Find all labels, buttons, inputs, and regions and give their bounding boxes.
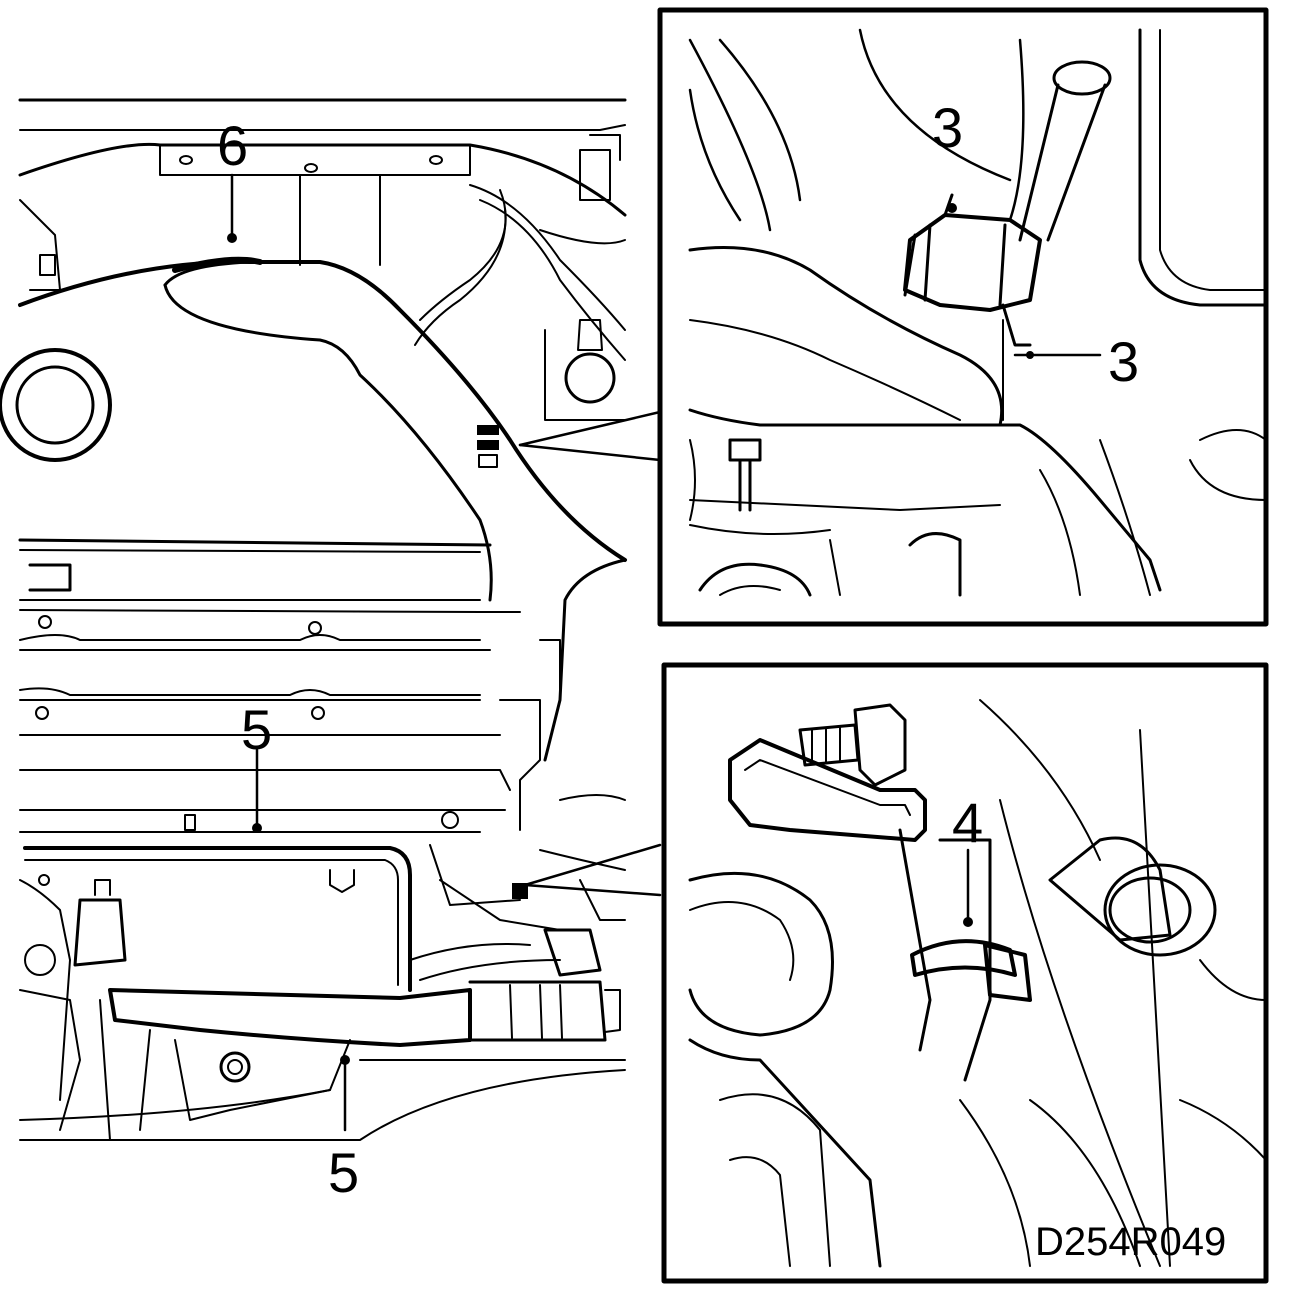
main-engine-view — [0, 98, 627, 1141]
detail-top-art — [688, 28, 1268, 597]
drawing-code: D254R049 — [1035, 1220, 1227, 1264]
main-view-leaders — [230, 173, 347, 1132]
detail-bottom-frame — [661, 662, 1269, 1284]
magnifier-wedge-top — [518, 410, 662, 462]
callout-5-upper: 5 — [241, 698, 273, 761]
callout-3-right: 3 — [1108, 330, 1140, 393]
detail-top-frame — [657, 7, 1269, 627]
callout-6: 6 — [217, 114, 249, 177]
detail-bottom-dots — [963, 917, 973, 927]
callout-4: 4 — [952, 791, 984, 854]
detail-bottom-art — [688, 699, 1267, 1268]
callout-3-upper: 3 — [932, 96, 964, 159]
magnifier-wedge-bottom — [523, 843, 662, 897]
callout-5-lower: 5 — [328, 1141, 360, 1204]
leader-dots — [227, 233, 350, 1065]
